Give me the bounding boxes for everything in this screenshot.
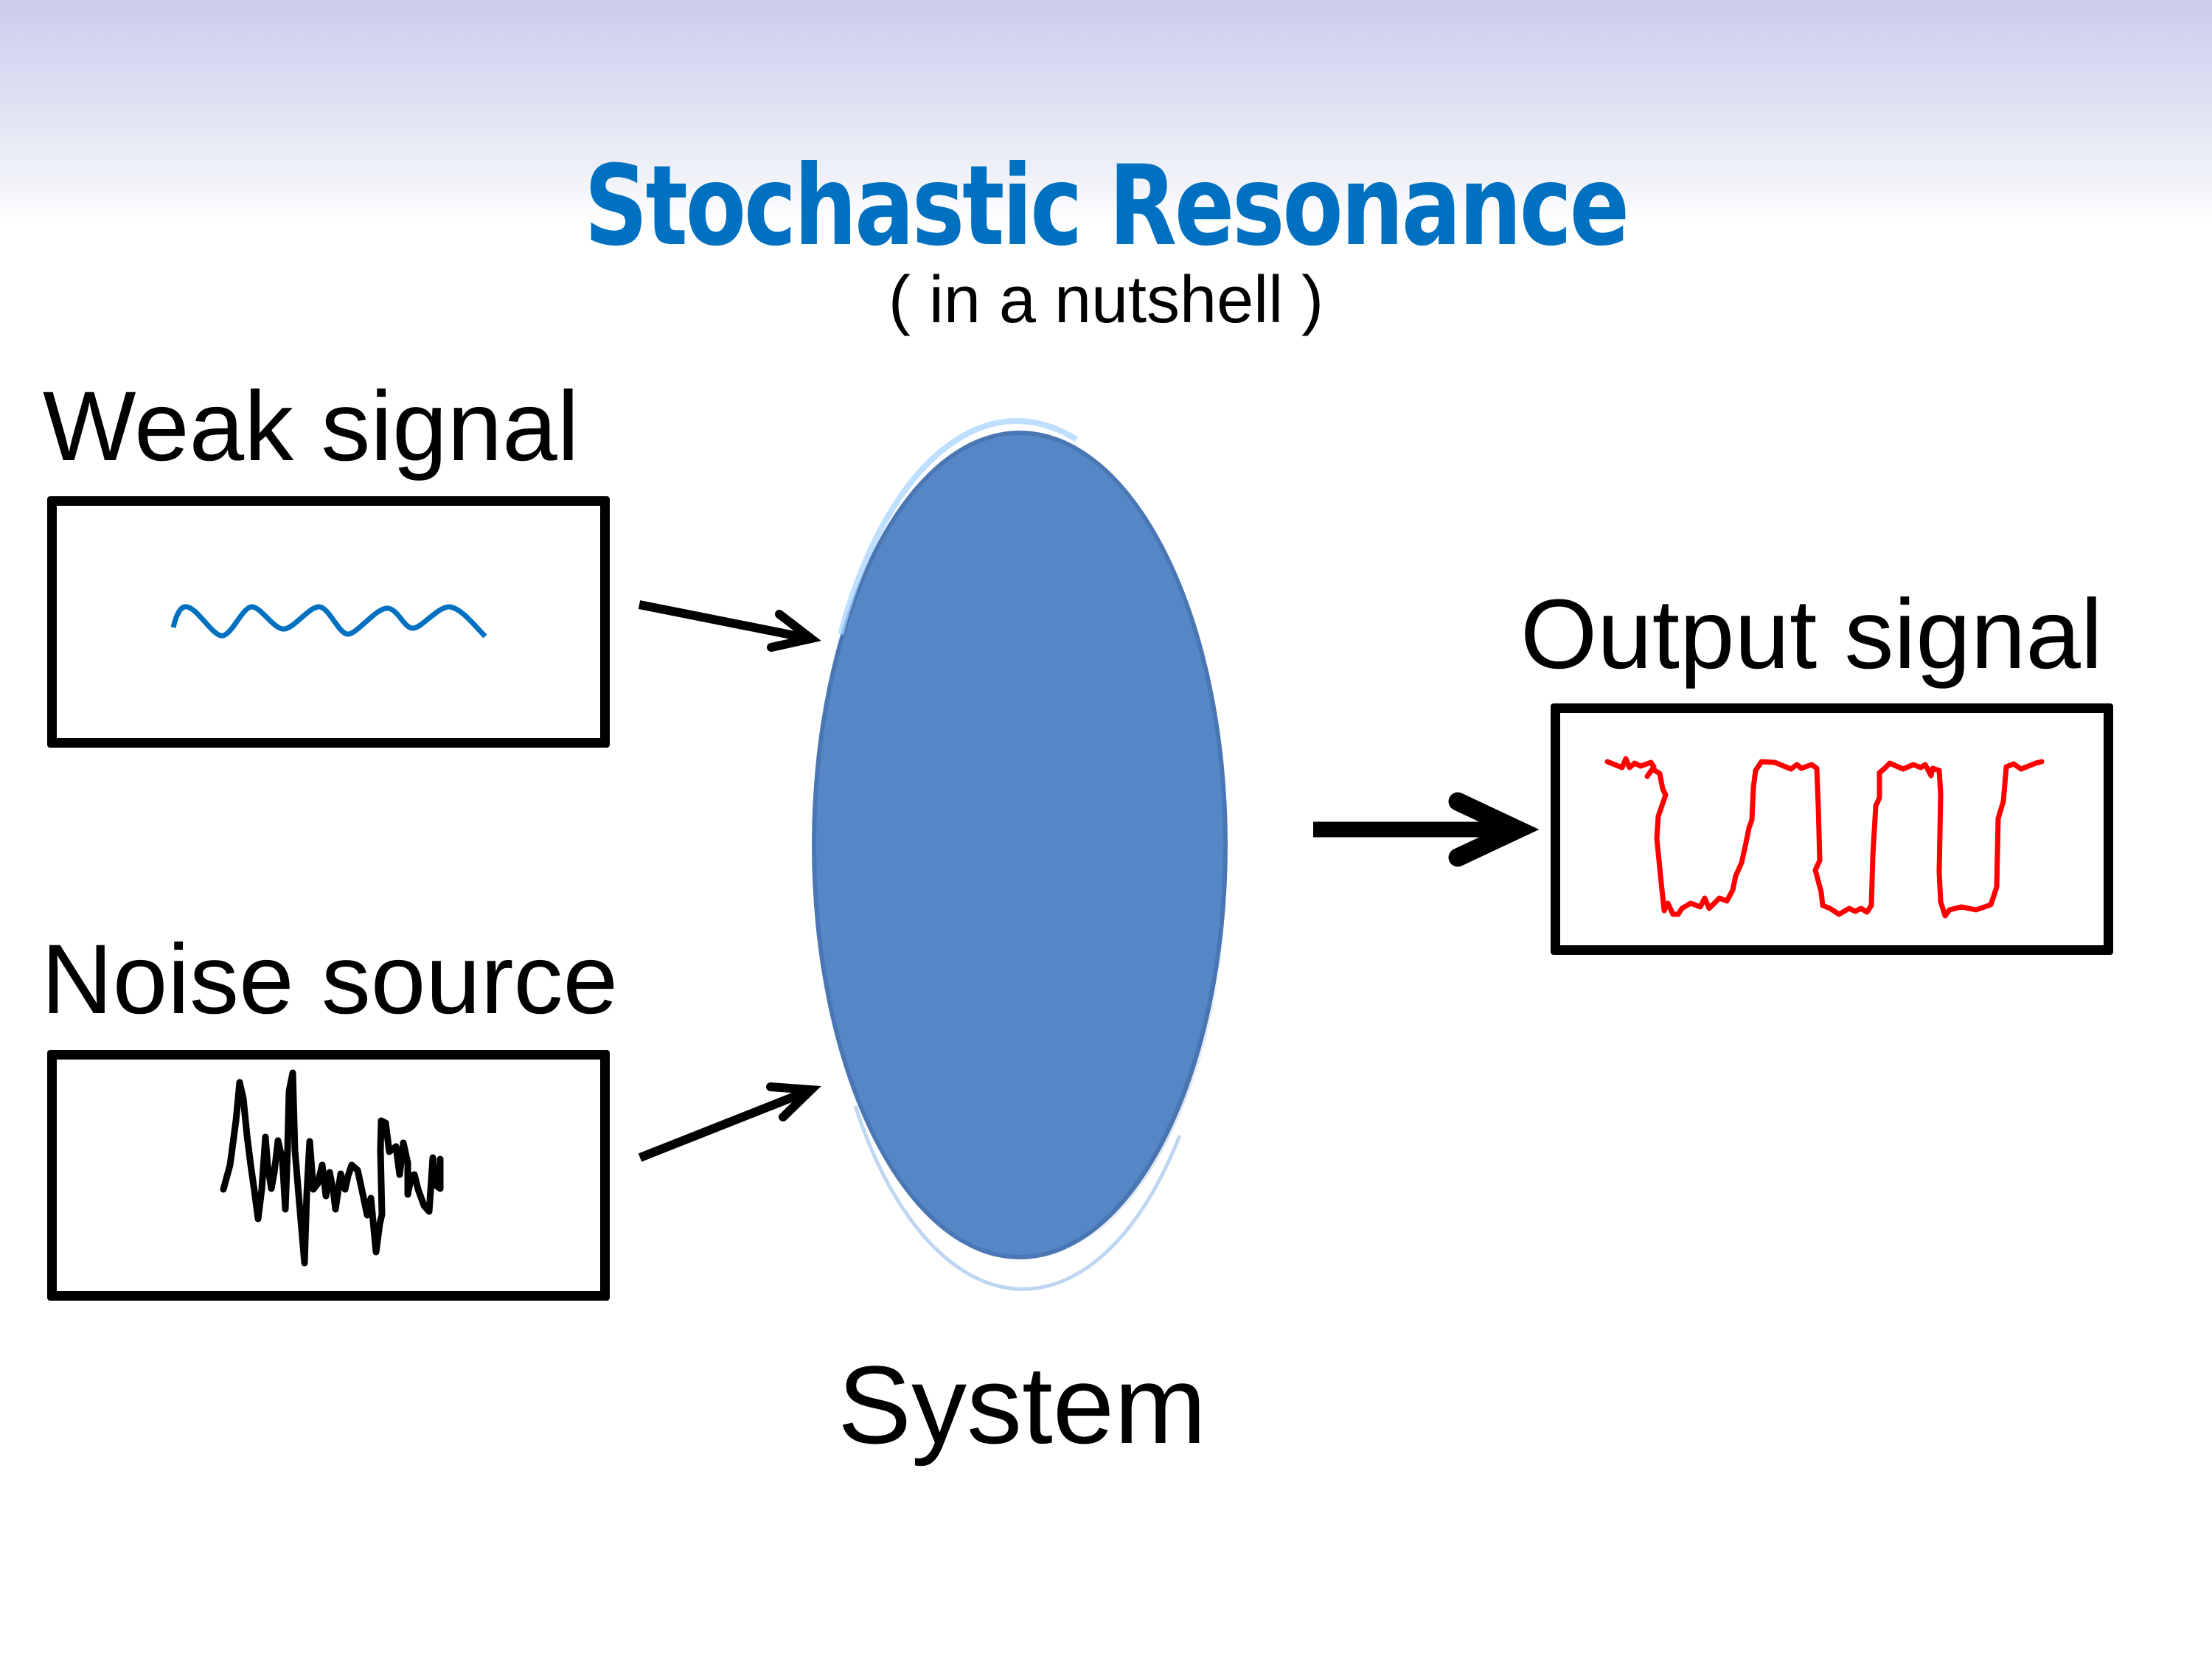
- weak-signal-label: Weak signal: [43, 372, 580, 481]
- noise-source-label: Noise source: [41, 925, 619, 1034]
- weak-signal-arrow: [638, 600, 821, 652]
- output-waveform: [1604, 756, 2045, 919]
- weak-signal-waveform: [170, 604, 487, 639]
- weak-signal-box: [47, 496, 610, 748]
- output-signal-box: [1551, 703, 2113, 955]
- output-arrow: [1313, 792, 1540, 867]
- slide-subtitle: ( in a nutshell ): [888, 263, 1324, 337]
- output-signal-label: Output signal: [1520, 580, 2103, 689]
- ellipse-highlight: [838, 418, 1079, 636]
- noise-waveform: [220, 1069, 444, 1267]
- system-label: System: [838, 1343, 1207, 1467]
- system-ellipse: [810, 418, 1230, 1291]
- slide-title: Stochastic Resonance: [584, 142, 1630, 271]
- noise-source-arrow: [638, 1082, 821, 1162]
